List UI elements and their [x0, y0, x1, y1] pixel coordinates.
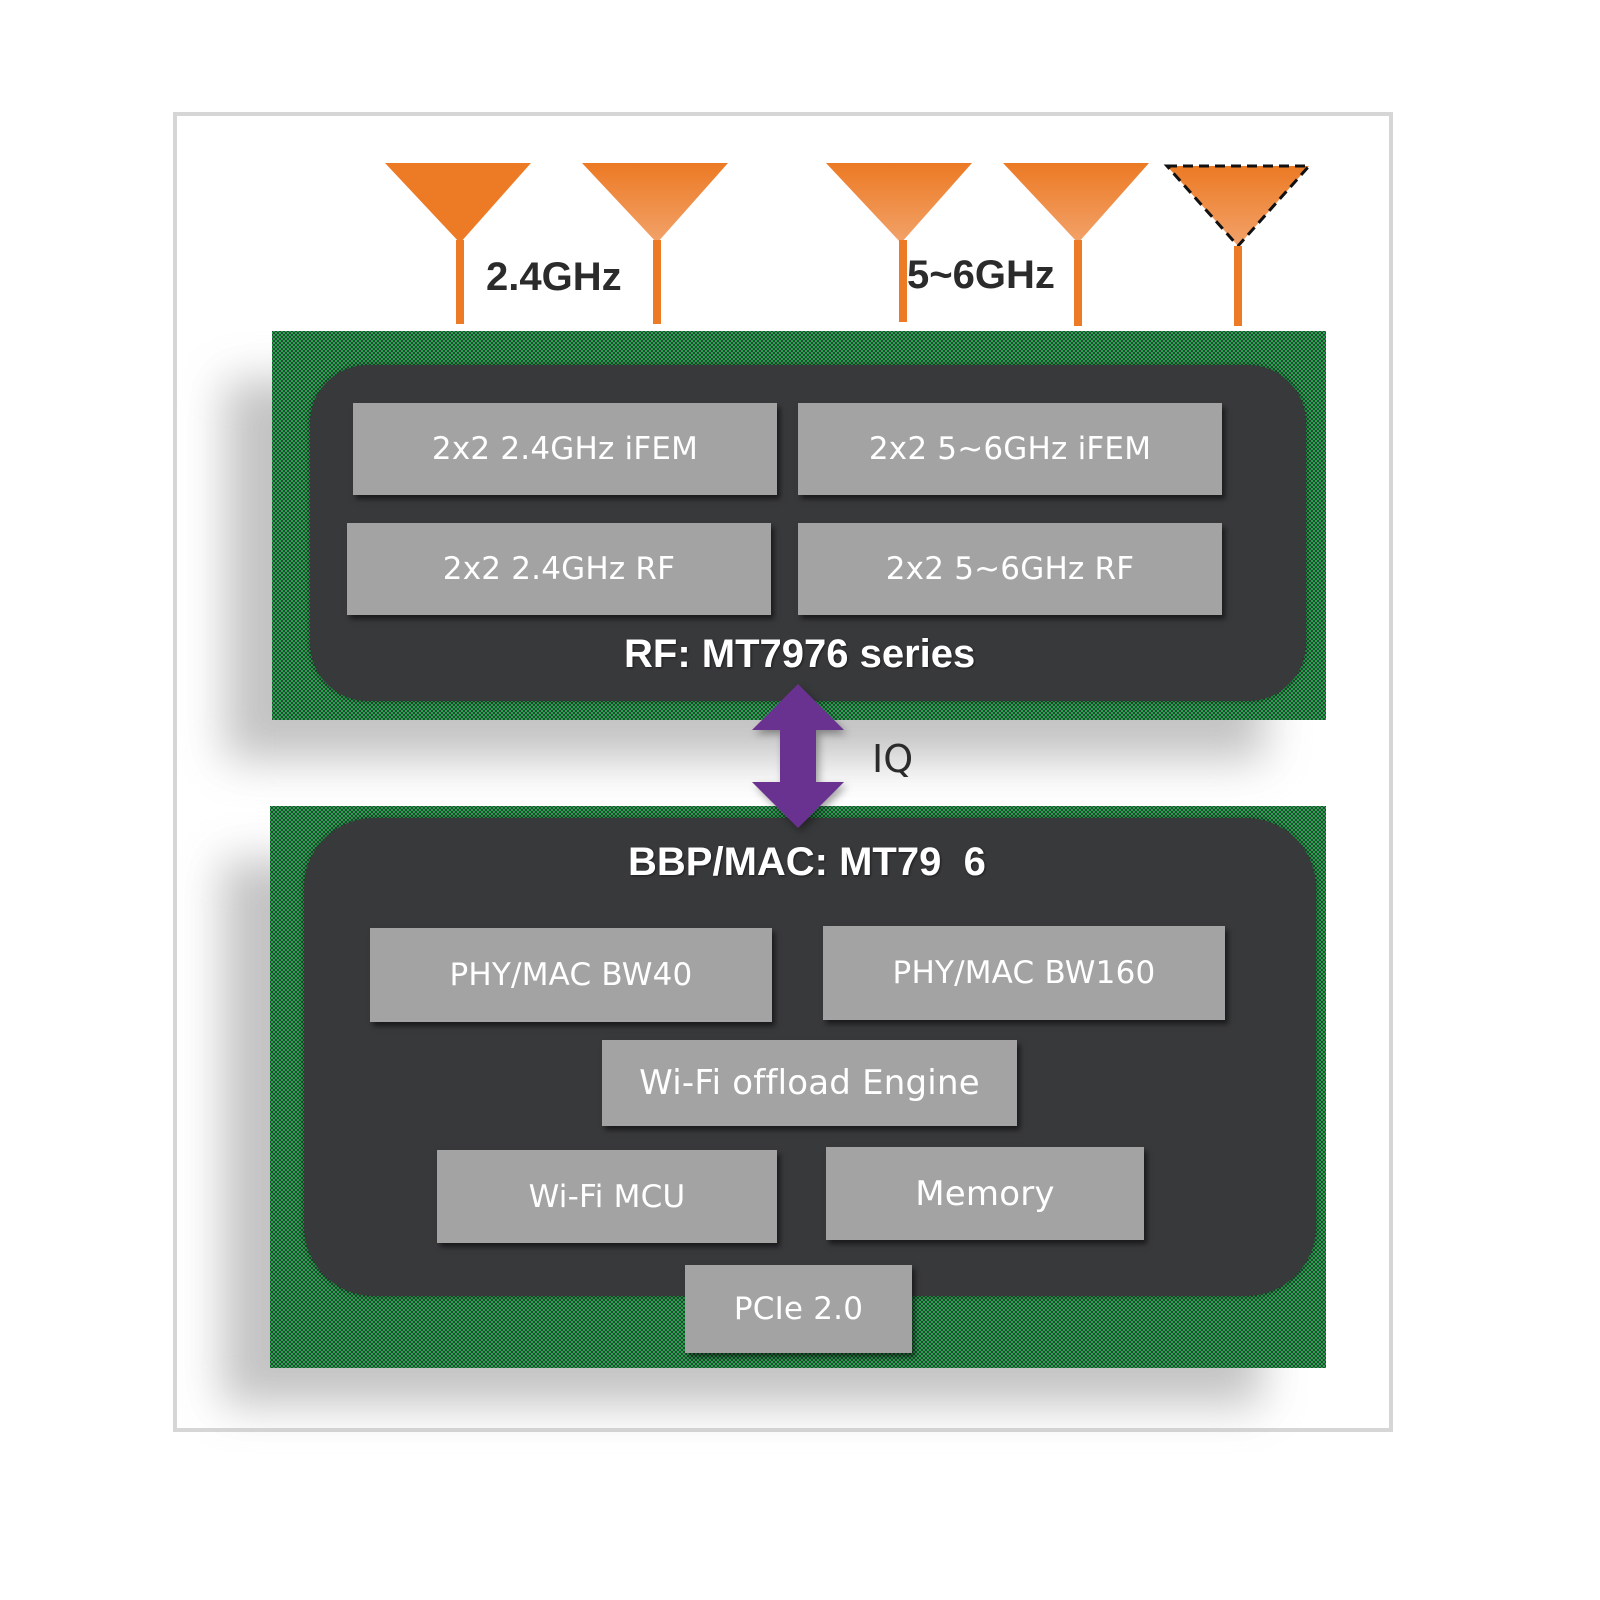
antenna-stem: [456, 240, 464, 324]
antenna-icon: [1003, 163, 1149, 326]
iq-double-arrow-icon: [752, 684, 844, 828]
bbp-block-phy-mac-bw160: PHY/MAC BW160: [823, 926, 1225, 1020]
antenna-stem: [653, 240, 661, 324]
antenna-icon: [582, 163, 728, 324]
antenna-stem: [1234, 246, 1242, 326]
bbp-block-memory: Memory: [826, 1147, 1144, 1240]
antenna-icon: [385, 163, 531, 324]
band-label-2-4ghz: 2.4GHz: [486, 255, 622, 299]
rf-block-24ghz-rf: 2x2 2.4GHz RF: [347, 523, 771, 615]
optional-antenna-icon: [1163, 164, 1313, 326]
bbp-block-wifi-mcu: Wi-Fi MCU: [437, 1150, 777, 1243]
antenna-icon: [826, 163, 972, 322]
rf-block-24ghz-ifem: 2x2 2.4GHz iFEM: [353, 403, 777, 495]
bbp-chip-title: BBP/MAC: MT79 6: [628, 840, 986, 884]
bbp-block-pcie: PCIe 2.0: [685, 1265, 912, 1353]
band-label-5-6ghz: 5~6GHz: [907, 253, 1055, 297]
antenna-head-dashed: [1163, 164, 1313, 249]
antenna-head: [826, 163, 972, 243]
bbp-block-wifi-offload-engine: Wi-Fi offload Engine: [602, 1040, 1017, 1126]
rf-block-56ghz-rf: 2x2 5~6GHz RF: [798, 523, 1222, 615]
antenna-head: [582, 163, 728, 243]
rf-chip-title: RF: MT7976 series: [624, 632, 976, 676]
iq-label: IQ: [872, 737, 914, 781]
antenna-head: [1003, 163, 1149, 243]
bbp-block-phy-mac-bw40: PHY/MAC BW40: [370, 928, 772, 1022]
antenna-head: [385, 163, 531, 243]
antenna-stem: [899, 240, 907, 322]
antenna-stem: [1074, 240, 1082, 326]
rf-block-56ghz-ifem: 2x2 5~6GHz iFEM: [798, 403, 1222, 495]
